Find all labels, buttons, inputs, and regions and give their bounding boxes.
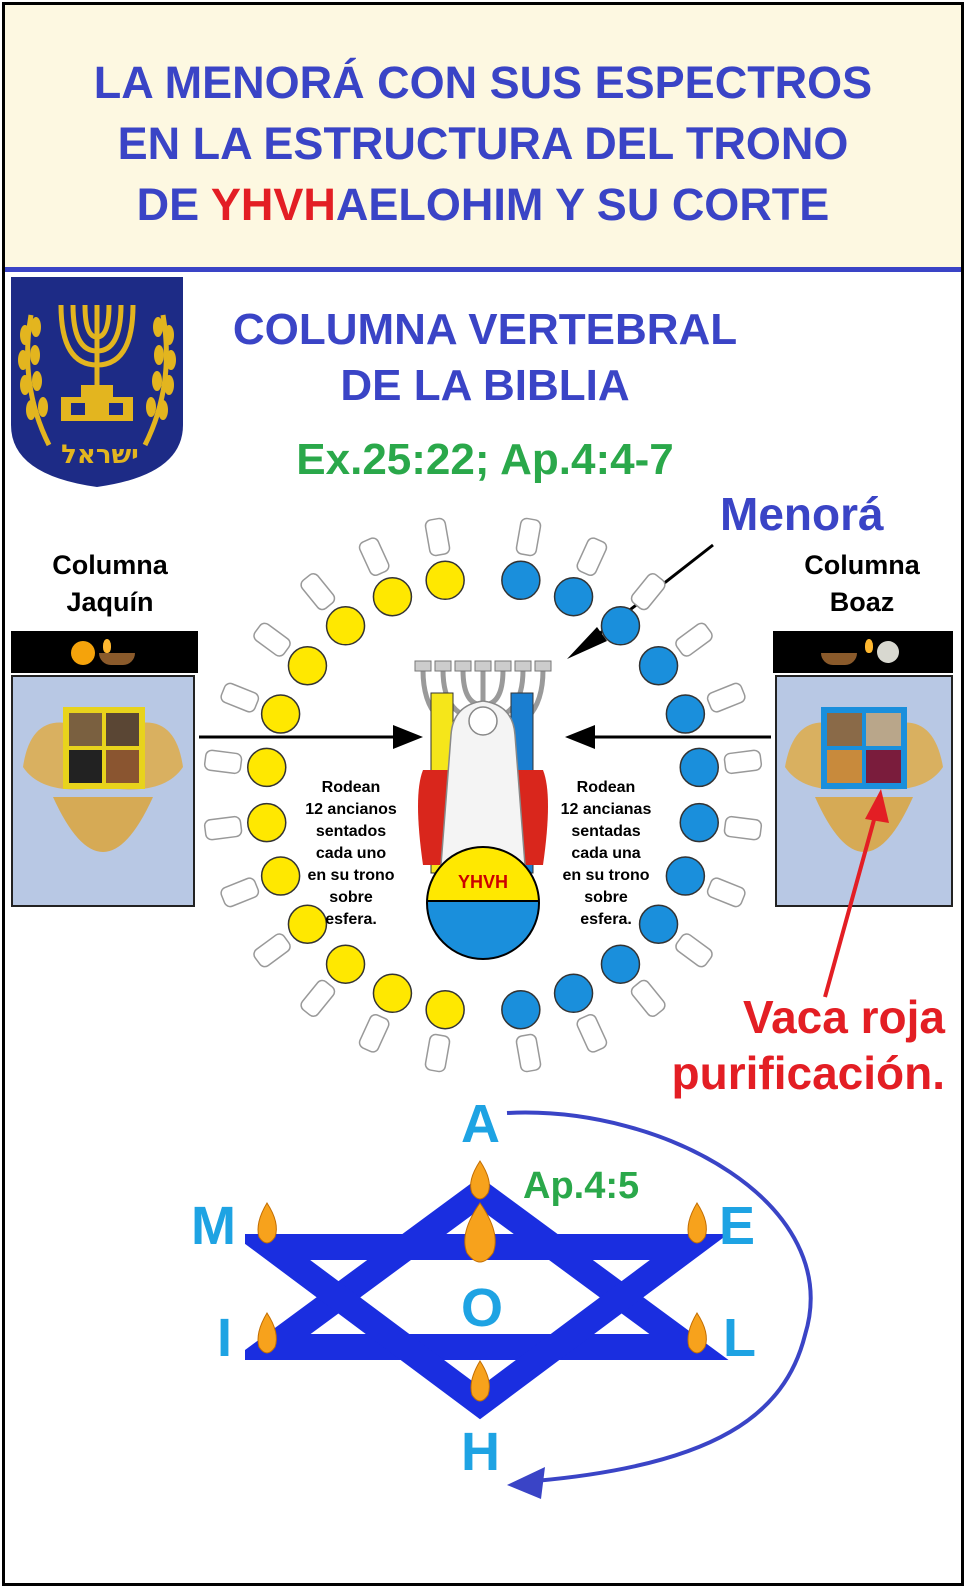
elder-figure	[253, 622, 291, 657]
header-banner: LA MENORÁ CON SUS ESPECTROS EN LA ESTRUC…	[5, 5, 961, 269]
elder-sphere-yellow	[325, 944, 366, 984]
star-letter-center: O	[461, 1278, 504, 1338]
seated-figure	[440, 700, 526, 866]
elder-figure	[630, 573, 666, 611]
star-letter-upper-right: E	[719, 1196, 756, 1256]
elder-figure	[576, 537, 608, 577]
oil-lamp-icon	[821, 653, 857, 665]
header-title-line1: LA MENORÁ CON SUS ESPECTROS	[93, 57, 873, 108]
elder-sphere-yellow	[287, 904, 328, 945]
elder-sphere-yellow	[260, 856, 301, 896]
sun-icon	[71, 641, 95, 665]
elder-sphere-blue	[600, 944, 641, 984]
elder-sphere-yellow	[287, 645, 328, 686]
subtitle-line1: COLUMNA VERTEBRAL	[232, 305, 738, 354]
star-of-david	[245, 1110, 813, 1499]
elder-figure	[424, 1033, 451, 1073]
emblem-hebrew-text: ישראל	[61, 440, 139, 470]
vaca-red-arrow	[823, 789, 889, 998]
left-cherub-image	[11, 675, 195, 907]
elder-figure	[424, 517, 451, 557]
throne-elders-circle	[199, 517, 771, 1073]
elder-sphere-blue	[553, 576, 594, 617]
elder-sphere-yellow	[247, 747, 287, 788]
elder-figure	[723, 749, 763, 775]
elder-figure	[723, 815, 763, 841]
flame-icons	[257, 1160, 707, 1402]
elder-figure	[515, 1033, 542, 1073]
elder-figure	[358, 1013, 390, 1053]
star-verse: Ap.4:5	[523, 1165, 640, 1207]
flame-icon	[103, 639, 111, 653]
oil-lamp-icon	[99, 653, 135, 665]
elder-figure	[630, 979, 666, 1017]
left-sun-lamp-strip	[11, 631, 198, 673]
header-title-line3: DE YHVHAELOHIM Y SU CORTE	[136, 179, 830, 230]
elder-sphere-yellow	[425, 560, 465, 601]
star-letter-lower-left: I	[217, 1308, 233, 1368]
elder-figure	[300, 573, 336, 611]
elder-figure	[220, 682, 260, 713]
elder-sphere-blue	[553, 973, 594, 1014]
elder-sphere-yellow	[372, 973, 413, 1014]
elder-figure	[203, 815, 243, 841]
star-letter-top: A	[461, 1094, 500, 1154]
sphere-label: YHVH	[457, 872, 508, 892]
elder-figure	[253, 933, 291, 968]
elder-sphere-blue	[665, 856, 706, 896]
moon-icon	[877, 641, 899, 663]
elder-sphere-blue	[600, 606, 641, 646]
menora-label: Menorá	[720, 488, 884, 540]
elder-figure	[675, 933, 713, 968]
elder-figure	[220, 877, 260, 908]
subtitle-line2: DE LA BIBLIA	[340, 361, 630, 410]
elder-sphere-blue	[679, 802, 719, 843]
elder-sphere-yellow	[247, 802, 287, 843]
elder-sphere-yellow	[325, 606, 366, 646]
elder-sphere-blue	[501, 989, 541, 1030]
elder-figure	[675, 622, 713, 657]
right-moon-lamp-strip	[773, 631, 953, 673]
yhvh-red-text: YHVH	[210, 179, 336, 230]
elder-figure	[358, 537, 390, 577]
aelohim-blue-text: AELOHIM	[335, 179, 544, 230]
israel-emblem-icon	[11, 277, 183, 487]
elder-sphere-blue	[501, 560, 541, 601]
elder-figure	[706, 877, 746, 908]
elder-figure	[300, 979, 336, 1017]
elder-figure	[576, 1013, 608, 1053]
subtitle-verse: Ex.25:22; Ap.4:4-7	[296, 435, 674, 484]
star-letter-lower-right: L	[723, 1308, 756, 1368]
elder-sphere-yellow	[260, 694, 301, 734]
header-divider	[5, 267, 961, 272]
right-cherub-image	[775, 675, 953, 907]
elder-sphere-yellow	[425, 989, 465, 1030]
elder-sphere-blue	[679, 747, 719, 788]
elder-sphere-blue	[638, 904, 679, 945]
elder-figure	[515, 517, 542, 557]
return-arc	[506, 1110, 813, 1483]
flame-icon	[865, 639, 873, 653]
star-letter-upper-left: M	[191, 1196, 236, 1256]
elder-figure	[203, 749, 243, 775]
elder-sphere-yellow	[372, 576, 413, 617]
elder-sphere-blue	[665, 694, 706, 734]
elder-sphere-blue	[638, 645, 679, 686]
star-letter-bottom: H	[461, 1422, 500, 1482]
header-title-line2: EN LA ESTRUCTURA DEL TRONO	[117, 118, 849, 169]
elder-figure	[706, 682, 746, 713]
